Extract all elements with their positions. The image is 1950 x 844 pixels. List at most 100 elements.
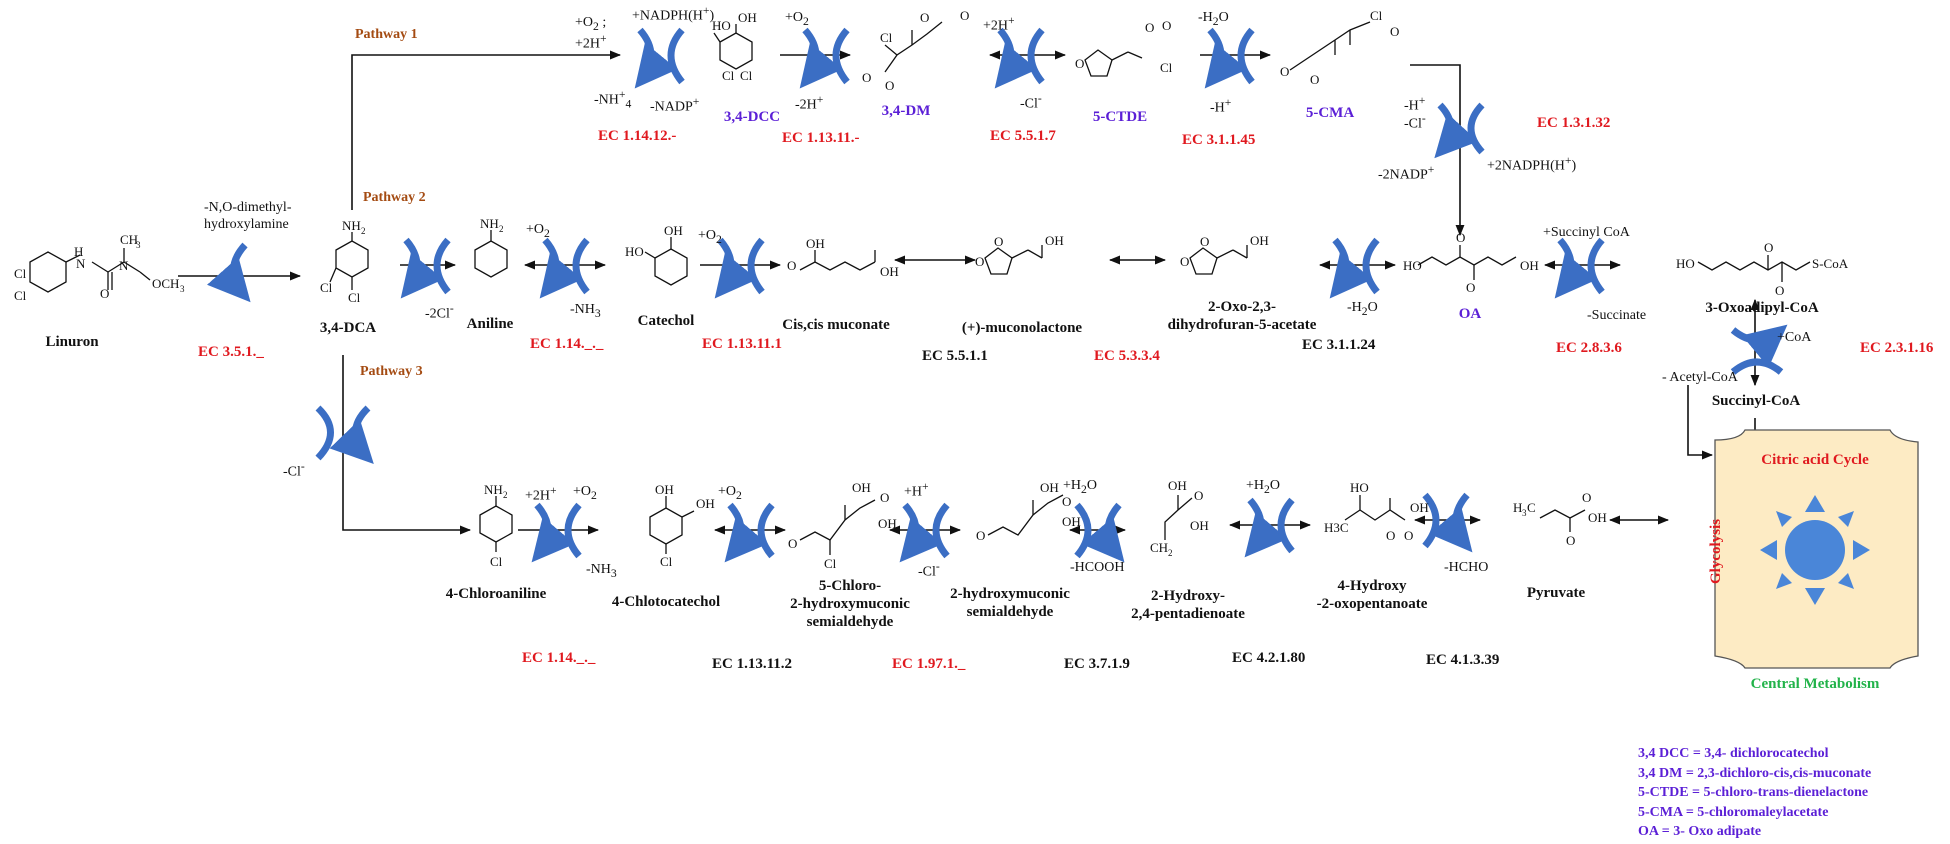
cond-2h-dca: +2H+ bbox=[575, 32, 607, 52]
arc-chms bbox=[899, 502, 950, 563]
cond-h2o-oa: -H2O bbox=[1347, 300, 1378, 318]
svg-text:O: O bbox=[100, 286, 109, 301]
structure-hpd bbox=[1164, 495, 1193, 540]
ec-muconolactone-isomerase: EC 5.3.3.4 bbox=[1094, 348, 1160, 364]
svg-text:OH: OH bbox=[1040, 480, 1059, 495]
svg-text:OH: OH bbox=[664, 223, 683, 238]
svg-text:HO: HO bbox=[1350, 480, 1369, 495]
svg-text:OH: OH bbox=[1045, 233, 1064, 248]
ec-chms: EC 1.97.1._ bbox=[892, 656, 966, 672]
svg-text:S-CoA: S-CoA bbox=[1812, 256, 1849, 271]
structure-pyruvate bbox=[1539, 509, 1586, 532]
pathway-2-label: Pathway 2 bbox=[363, 190, 426, 205]
glycolysis-label: Glycolysis bbox=[1708, 518, 1725, 585]
svg-text:O: O bbox=[885, 78, 894, 93]
cond-minus2cl: -2Cl- bbox=[425, 302, 454, 322]
svg-text:3: 3 bbox=[180, 284, 185, 294]
cond-plus2h: +2H+ bbox=[983, 14, 1015, 34]
compound-hpd-line2: 2,4-pentadienoate bbox=[1131, 606, 1245, 622]
svg-text:OH: OH bbox=[655, 482, 674, 497]
svg-text:3: 3 bbox=[136, 240, 141, 250]
compound-oxodihydrofuran-line1: 2-Oxo-2,3- bbox=[1208, 299, 1276, 315]
cond-h2o-hms: +H2O bbox=[1063, 478, 1097, 496]
compound-succinyl-coa: Succinyl-CoA bbox=[1711, 393, 1801, 409]
svg-text:Cl: Cl bbox=[1160, 60, 1173, 75]
svg-text:O: O bbox=[1775, 283, 1784, 298]
structure-hop bbox=[1344, 495, 1406, 521]
svg-text:O: O bbox=[1162, 18, 1171, 33]
cond-cl-chms: -Cl- bbox=[918, 560, 940, 580]
svg-text:O: O bbox=[1200, 234, 1209, 249]
structure-chms bbox=[799, 499, 876, 555]
svg-text:OCH: OCH bbox=[152, 276, 179, 291]
structures bbox=[29, 21, 1811, 555]
structure-aniline bbox=[474, 230, 508, 278]
ec-ctde: EC 5.5.1.7 bbox=[990, 128, 1056, 144]
svg-text:OH: OH bbox=[696, 496, 715, 511]
arc-catechol-ccm bbox=[714, 237, 765, 299]
cond-hcho: -HCHO bbox=[1444, 560, 1489, 575]
svg-text:Cl: Cl bbox=[320, 280, 333, 295]
structure-chlorocatechol bbox=[649, 496, 695, 554]
compound-hms-line2: semialdehyde bbox=[966, 604, 1054, 620]
cond-nadph-1: +NADPH(H+) bbox=[632, 4, 715, 24]
svg-text:Cl: Cl bbox=[660, 554, 673, 569]
compound-chms-line1: 5-Chloro- bbox=[818, 578, 882, 594]
structure-ctde bbox=[1084, 49, 1143, 77]
svg-text:Cl: Cl bbox=[14, 288, 27, 303]
compound-dca: 3,4-DCA bbox=[319, 320, 377, 336]
arc-hop bbox=[1422, 492, 1473, 553]
ec-dm: EC 1.13.11.- bbox=[782, 130, 860, 146]
cond-2h-chloroaniline: +2H+ bbox=[525, 484, 557, 504]
compound-chlorocatechol: 4-Chlotocatechol bbox=[611, 594, 721, 610]
arc-dm bbox=[799, 27, 850, 89]
svg-text:Cl: Cl bbox=[490, 554, 503, 569]
svg-text:Cl: Cl bbox=[722, 68, 735, 83]
pathway-1-label: Pathway 1 bbox=[355, 27, 418, 42]
svg-text:HO: HO bbox=[1676, 256, 1695, 271]
compound-chloroaniline: 4-Chloroaniline bbox=[445, 586, 547, 602]
ec-chloroaniline: EC 1.14._._ bbox=[522, 650, 596, 666]
arc-linuron bbox=[207, 242, 251, 303]
cond-h2o-hpd: +H2O bbox=[1246, 478, 1280, 496]
arc-oxo-oa bbox=[1329, 237, 1380, 299]
svg-text:O: O bbox=[976, 528, 985, 543]
svg-text:O: O bbox=[1194, 488, 1203, 503]
ec-thiolase: EC 2.3.1.16 bbox=[1860, 340, 1934, 356]
compound-hop-line1: 4-Hydroxy bbox=[1337, 578, 1407, 594]
cond-o2-chlorocatechol: +O2 bbox=[718, 484, 742, 502]
svg-text:H3C: H3C bbox=[1324, 520, 1349, 535]
central-metabolism-box bbox=[1714, 429, 1919, 669]
compound-catechol: Catechol bbox=[637, 313, 695, 329]
pathway-3-label: Pathway 3 bbox=[360, 364, 423, 379]
structure-dcc bbox=[713, 24, 753, 70]
cond-minush2o: -H2O bbox=[1198, 10, 1229, 28]
structure-oxodihydrofuran bbox=[1189, 245, 1248, 275]
compound-ccm: Cis,cis muconate bbox=[782, 317, 890, 333]
compound-chms-line2: 2-hydroxymuconic bbox=[790, 596, 910, 612]
sun-icon bbox=[1760, 495, 1870, 605]
cond-succinyl-coa: +Succinyl CoA bbox=[1543, 225, 1630, 240]
svg-text:Cl: Cl bbox=[348, 290, 361, 305]
compound-linuron: Linuron bbox=[45, 334, 99, 350]
arc-chlorocatechol bbox=[724, 502, 775, 563]
structure-catechol bbox=[644, 237, 688, 286]
svg-text:OH: OH bbox=[852, 480, 871, 495]
cond-nh3-chloroaniline: -NH3 bbox=[586, 562, 617, 580]
cond-succinate: -Succinate bbox=[1587, 308, 1647, 323]
compound-cma: 5-CMA bbox=[1305, 105, 1355, 121]
ec-cma: EC 3.1.1.45 bbox=[1182, 132, 1256, 148]
cond-minush: -H+ bbox=[1210, 96, 1232, 116]
structure-oa bbox=[1417, 245, 1517, 280]
svg-text:2: 2 bbox=[499, 224, 504, 234]
ec-dcc: EC 1.14.12.- bbox=[598, 128, 677, 144]
structure-ccm bbox=[799, 250, 876, 271]
svg-text:O: O bbox=[1062, 494, 1071, 509]
svg-text:NH: NH bbox=[480, 216, 499, 231]
svg-text:3: 3 bbox=[1522, 508, 1527, 518]
structure-dca bbox=[329, 232, 369, 290]
cond-o2-dcc: +O2 bbox=[785, 10, 809, 28]
cond-o2-chloroaniline: +O2 bbox=[573, 484, 597, 502]
svg-text:O: O bbox=[960, 8, 969, 23]
cond-minuscl-ctde: -Cl- bbox=[1020, 92, 1042, 112]
